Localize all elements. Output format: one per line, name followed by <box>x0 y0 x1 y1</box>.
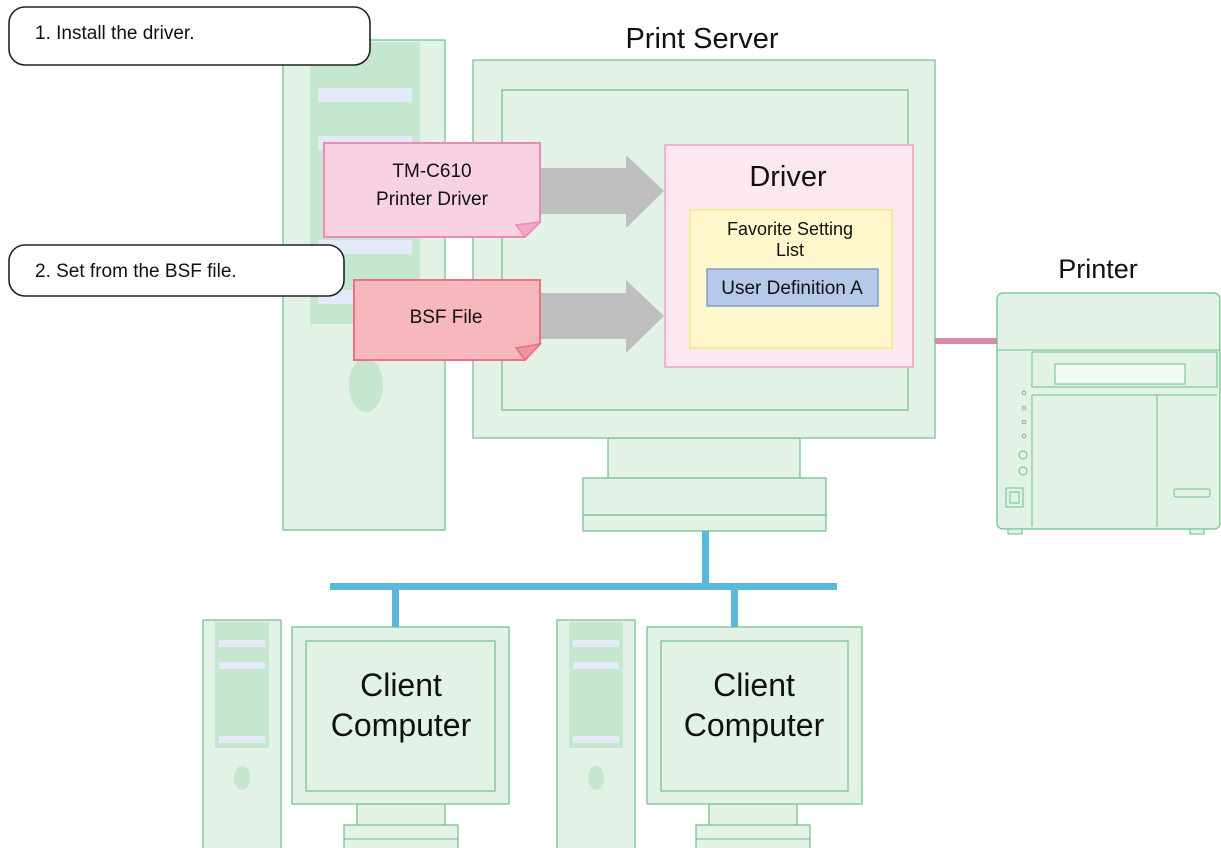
client-tower-2 <box>556 619 636 848</box>
driver-file-desc: Printer Driver <box>376 189 489 210</box>
printer-title: Printer <box>1058 254 1138 284</box>
client-monitor-2 <box>646 626 863 848</box>
client-1-label-line1: Client <box>360 667 442 703</box>
step2-text: 2. Set from the BSF file. <box>35 261 237 282</box>
client-monitor-1 <box>291 626 510 848</box>
step1-text: 1. Install the driver. <box>35 23 194 44</box>
bsf-file-document <box>353 279 543 362</box>
client-2-label-line2: Computer <box>684 707 825 743</box>
favorite-setting-label-2: List <box>776 240 804 260</box>
driver-file-document <box>323 142 543 239</box>
driver-file-name: TM-C610 <box>392 161 471 182</box>
user-definition-label: User Definition A <box>721 278 863 299</box>
printer-cable <box>935 338 999 344</box>
step2-callout <box>8 244 345 297</box>
set-arrow <box>540 280 664 353</box>
network-lines <box>330 531 837 627</box>
step1-callout <box>8 6 371 66</box>
client-1-label-line2: Computer <box>331 707 472 743</box>
client-2-label-line1: Client <box>713 667 795 703</box>
client-tower-1 <box>202 619 282 848</box>
install-arrow <box>540 155 664 228</box>
print-server-title: Print Server <box>625 23 778 55</box>
driver-title: Driver <box>749 161 827 193</box>
bsf-file-label: BSF File <box>410 307 483 328</box>
printer-icon <box>996 292 1221 535</box>
user-definition-box <box>706 268 879 307</box>
favorite-setting-label: Favorite Setting <box>727 219 853 239</box>
